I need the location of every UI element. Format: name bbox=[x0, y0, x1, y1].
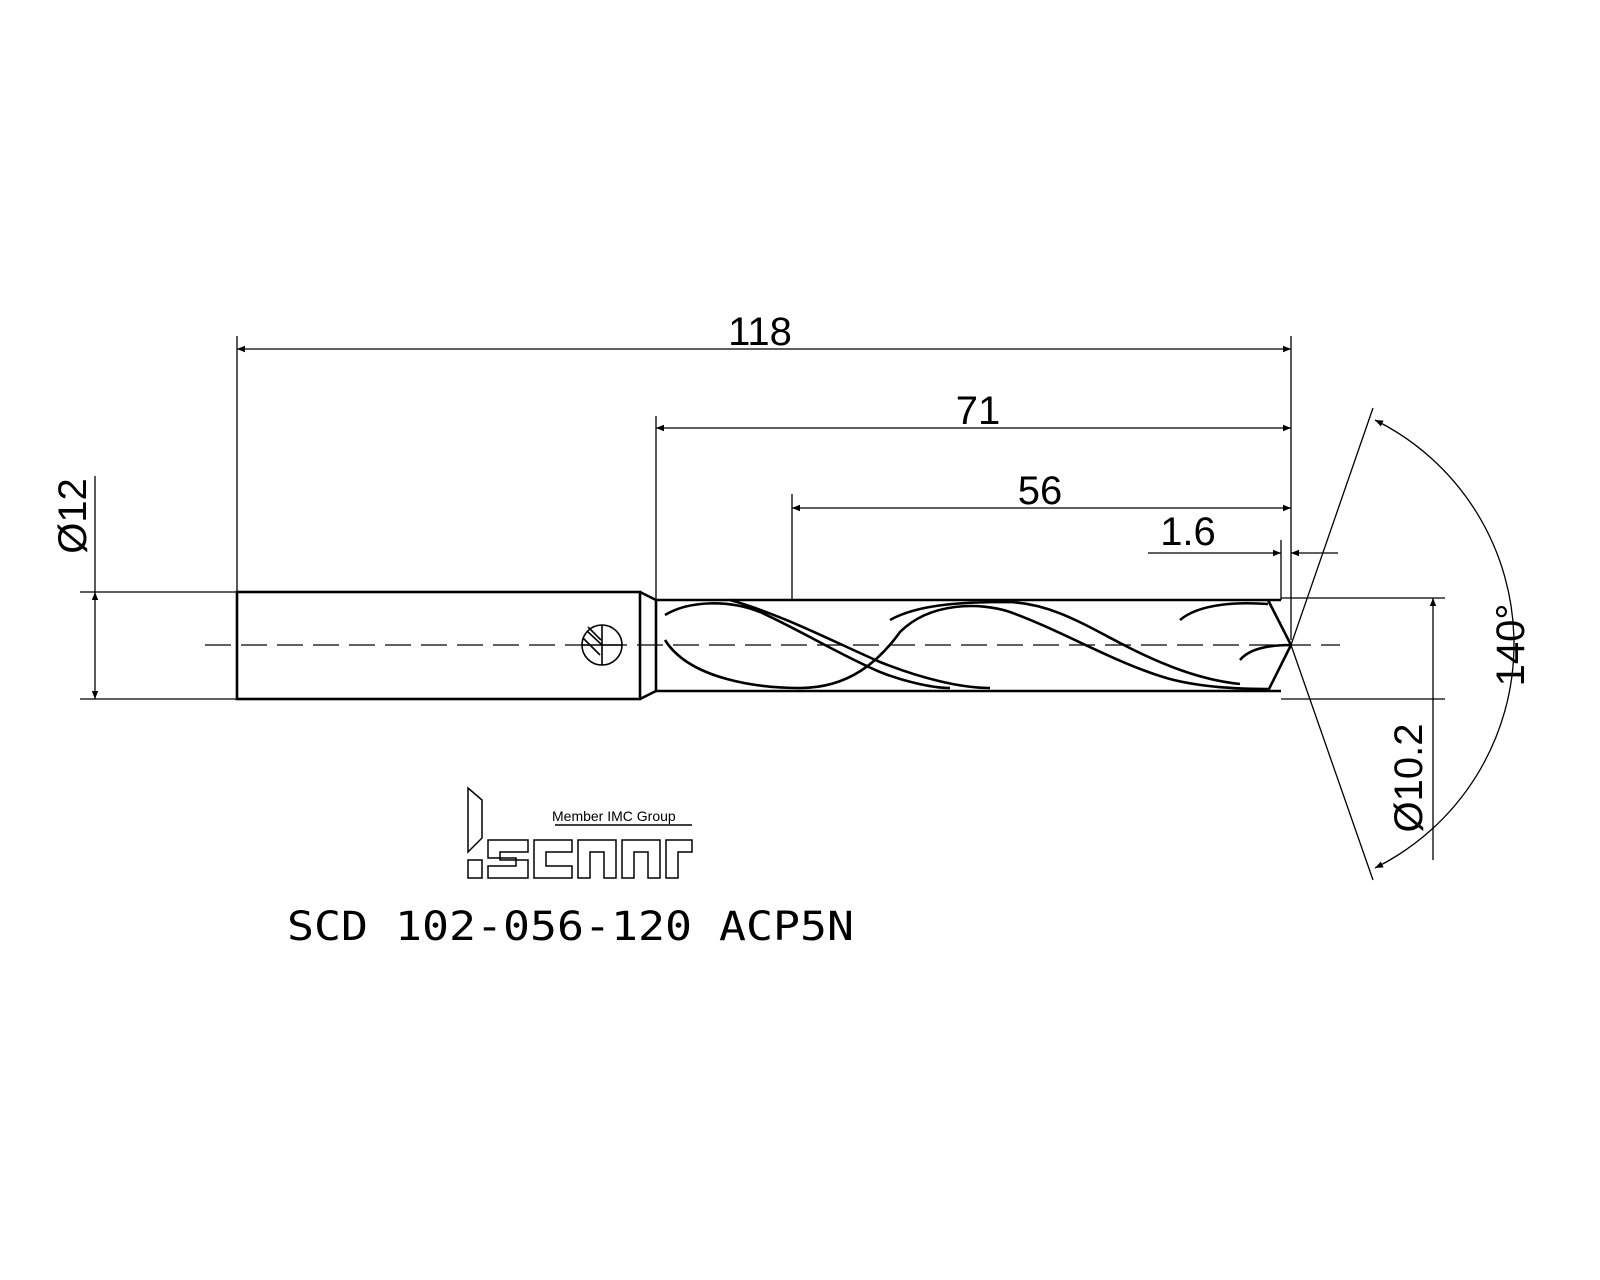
shank-transition bbox=[639, 590, 658, 701]
drill-shank bbox=[235, 590, 642, 701]
dim-text-drill-diameter: Ø10.2 bbox=[1387, 724, 1431, 833]
flute-helix-6 bbox=[1239, 643, 1292, 661]
flute-helix-5 bbox=[1179, 601, 1269, 622]
dim-text-56: 56 bbox=[1018, 469, 1063, 513]
dim-text-point-angle: 140° bbox=[1489, 604, 1533, 687]
flute-helix-1 bbox=[664, 602, 951, 690]
point-angle-line-upper bbox=[1290, 407, 1374, 646]
dim-text-118: 118 bbox=[728, 310, 792, 354]
section-symbol bbox=[581, 624, 623, 666]
flute-helix-4 bbox=[889, 600, 1241, 686]
drill-body bbox=[235, 590, 1293, 701]
iscar-logo bbox=[467, 786, 693, 879]
part-number: SCD 102-056-120 ACP5N bbox=[287, 904, 854, 950]
dim-text-1-6: 1.6 bbox=[1160, 510, 1216, 554]
dim-text-71: 71 bbox=[956, 389, 1001, 433]
dim-text-shank-diameter: Ø12 bbox=[51, 478, 95, 554]
flute-helix-3 bbox=[729, 598, 991, 690]
point-angle-arc bbox=[1374, 419, 1515, 869]
point-angle-line-lower bbox=[1290, 644, 1374, 881]
flute-helix-2 bbox=[663, 604, 1269, 691]
logo-tagline: Member IMC Group bbox=[552, 808, 676, 824]
